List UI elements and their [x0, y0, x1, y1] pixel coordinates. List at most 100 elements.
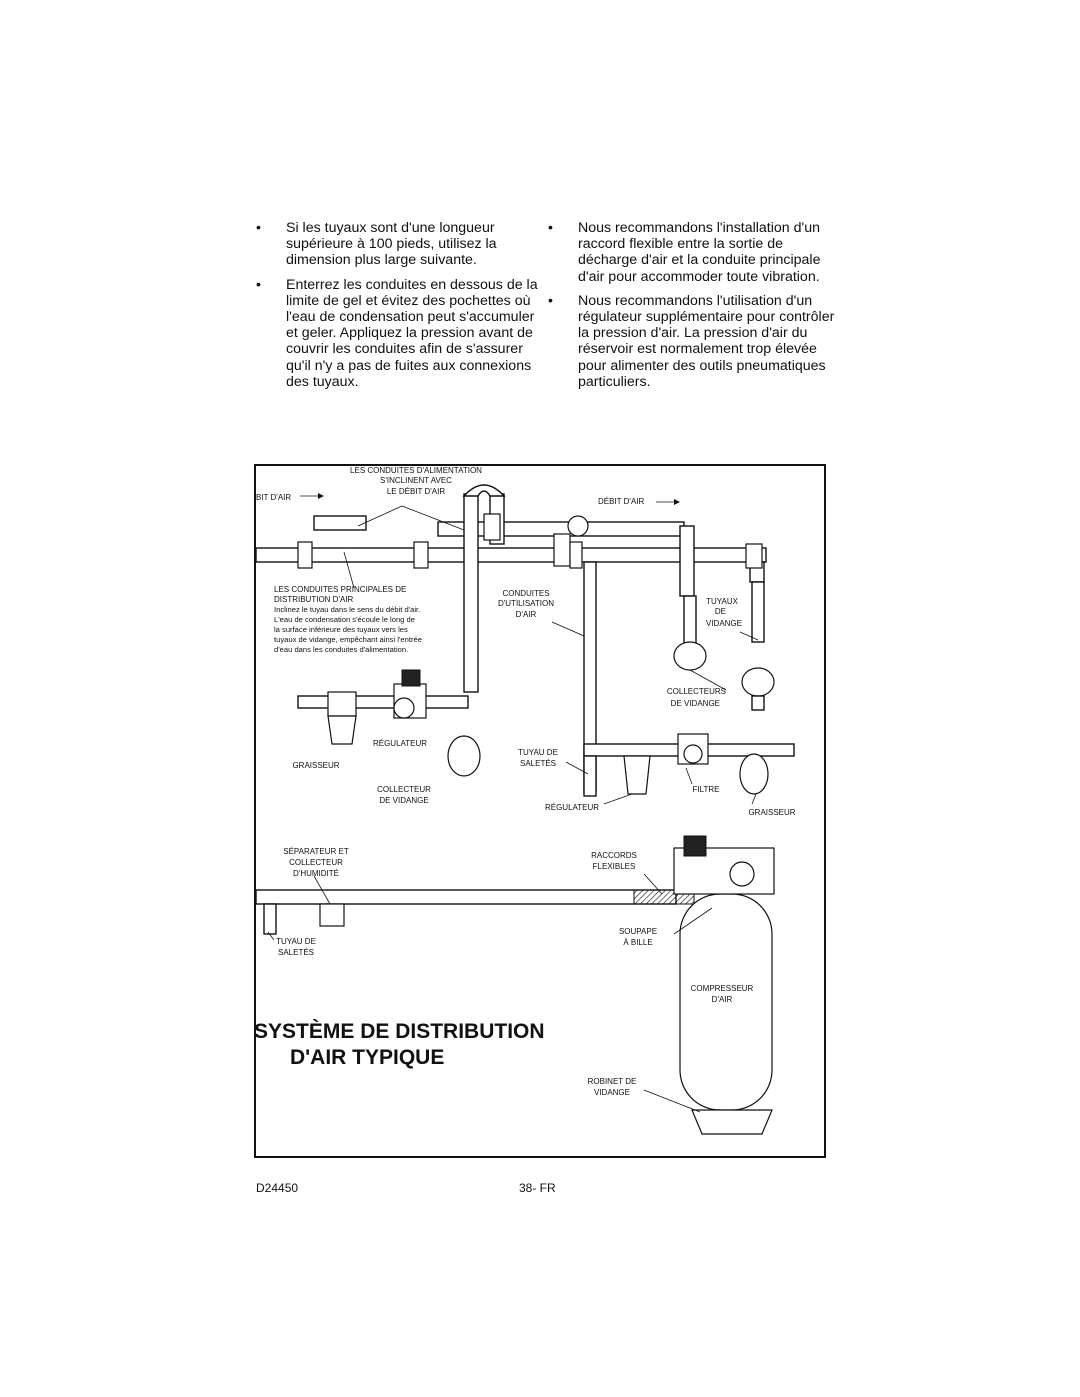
left-frl-pipe [297, 695, 469, 709]
drain-collector-1 [673, 641, 707, 671]
drain-drop-1 [683, 595, 697, 647]
label-main-1: LES CONDUITES PRINCIPALES DE [274, 585, 406, 594]
bullet-item: • Si les tuyaux sont d'une longueur supé… [256, 220, 544, 269]
label-use-1: CONDUITES [502, 589, 549, 598]
drain-drop-2 [751, 581, 765, 643]
dirt-leg-low [263, 903, 277, 935]
label-drain-cock-1: ROBINET DE [588, 1077, 637, 1086]
collector-bowl [447, 735, 481, 777]
label-main-3: Inclinez le tuyau dans le sens du débit … [274, 605, 420, 614]
label-collector-2: DE VIDANGE [379, 796, 428, 805]
bullet-text: Enterrez les conduites en dessous de la … [286, 276, 538, 390]
lower-distribution-pipe [255, 889, 677, 905]
label-drain-pipes-3: VIDANGE [706, 619, 742, 628]
label-lubricator-right: GRAISSEUR [748, 808, 795, 817]
label-drain-coll-1: COLLECTEURS [667, 687, 726, 696]
leader-lines [267, 505, 759, 1113]
label-lubricator-left: GRAISSEUR [292, 761, 339, 770]
label-dirt-low-2: SALETÉS [278, 948, 314, 957]
label-drain-coll-2: DE VIDANGE [671, 699, 720, 708]
label-valve-1: SOUPAPE [619, 927, 657, 936]
label-supply-1: LES CONDUITES D'ALIMENTATION [350, 466, 482, 475]
bullet-symbol: • [256, 276, 261, 293]
label-use-3: D'AIR [516, 610, 537, 619]
separator-body [319, 903, 345, 927]
figure-title-line1: SYSTÈME DE DISTRIBUTION [254, 1020, 545, 1043]
label-supply-3: LE DÉBIT D'AIR [387, 487, 446, 496]
page-number: 38- FR [519, 1181, 556, 1195]
label-dirt-mid-1: TUYAU DE [518, 748, 558, 757]
fitting [413, 541, 429, 569]
label-main-5: la surface inférieure des tuyaux vers le… [274, 625, 408, 634]
dirt-leg-mid [583, 755, 597, 797]
figure-title-line2: D'AIR TYPIQUE [290, 1046, 444, 1069]
air-compressor [673, 835, 775, 1135]
tank-base [691, 1109, 773, 1135]
lubricator-bowl [327, 715, 357, 745]
drain-collector-2 [741, 667, 775, 697]
service-drops [583, 561, 775, 793]
label-compressor-2: D'AIR [712, 995, 733, 1004]
right-supply-drop [679, 525, 695, 597]
bullet-text: Nous recommandons l'installation d'un ra… [578, 220, 821, 285]
label-regulator-left: RÉGULATEUR [373, 739, 427, 748]
fitting [553, 533, 571, 567]
regulator-knob [401, 669, 421, 687]
air-distribution-diagram: LES CONDUITES D'ALIMENTATION S'INCLINENT… [254, 464, 826, 1158]
label-drain-cock-2: VIDANGE [594, 1088, 630, 1097]
label-main-4: L'eau de condensation s'écoule le long d… [274, 615, 415, 624]
label-drain-pipes-2: DE [715, 607, 726, 616]
label-separator-2: COLLECTEUR [289, 858, 343, 867]
left-frl-assembly [297, 669, 481, 777]
lower-main-pipe [255, 547, 767, 563]
lubricator-bowl-right [739, 753, 769, 795]
label-separator-1: SÉPARATEUR ET [283, 847, 349, 856]
left-text-column: • Si les tuyaux sont d'une longueur supé… [256, 220, 544, 398]
gauge-icon [683, 744, 703, 764]
fitting [297, 541, 313, 569]
arrow-right-icon [318, 493, 324, 499]
right-text-column: • Nous recommandons l'installation d'un … [548, 220, 836, 398]
pump-head [683, 835, 707, 857]
center-riser [463, 493, 479, 693]
label-valve-2: À BILLE [623, 938, 652, 947]
bullet-symbol: • [548, 220, 553, 236]
bullet-item: • Nous recommandons l'installation d'un … [548, 220, 836, 285]
loop-bend [462, 484, 506, 497]
filter-bowl [623, 755, 651, 795]
label-separator-3: D'HUMIDITÉ [293, 869, 339, 878]
bullet-symbol: • [256, 220, 261, 236]
left-supply-pipe [313, 515, 367, 531]
arrow-right-icon [674, 499, 680, 505]
pulley-wheel [729, 861, 755, 887]
label-main-2: DISTRIBUTION D'AIR [274, 595, 354, 604]
label-regulator-right: RÉGULATEUR [545, 803, 599, 812]
flow-arrows [300, 493, 680, 505]
bullet-item: • Enterrez les conduites en dessous de l… [256, 277, 544, 390]
label-drain-pipes-1: TUYAUX [706, 597, 739, 606]
label-filter: FILTRE [693, 785, 720, 794]
label-compressor-1: COMPRESSEUR [691, 984, 754, 993]
bullet-text: Si les tuyaux sont d'une longueur supéri… [286, 220, 497, 269]
label-dirt-mid-2: SALETÉS [520, 759, 556, 768]
fitting [745, 543, 763, 569]
label-supply-2: S'INCLINENT AVEC [380, 476, 452, 485]
label-dirt-low-1: TUYAU DE [276, 937, 316, 946]
label-flex-2: FLEXIBLES [593, 862, 636, 871]
bullet-item: • Nous recommandons l'utilisation d'un r… [548, 293, 836, 390]
label-flow-left: BIT D'AIR [256, 493, 291, 502]
main-distribution-pipes [255, 484, 767, 693]
label-use-2: D'UTILISATION [498, 599, 554, 608]
drain-stub [751, 695, 765, 711]
fitting [569, 541, 583, 569]
gauge-icon [393, 697, 415, 719]
label-main-7: d'eau dans les conduites d'alimentation. [274, 645, 408, 654]
right-frl-assembly [583, 733, 795, 797]
bullet-text: Nous recommandons l'utilisation d'un rég… [578, 292, 835, 390]
label-flow-right: DÉBIT D'AIR [598, 497, 645, 506]
bullet-symbol: • [548, 292, 553, 309]
label-main-6: tuyaux de vidange, empêchant ainsi l'ent… [274, 635, 422, 644]
doc-code: D24450 [256, 1181, 299, 1195]
fitting [483, 513, 501, 541]
label-collector-1: COLLECTEUR [377, 785, 431, 794]
